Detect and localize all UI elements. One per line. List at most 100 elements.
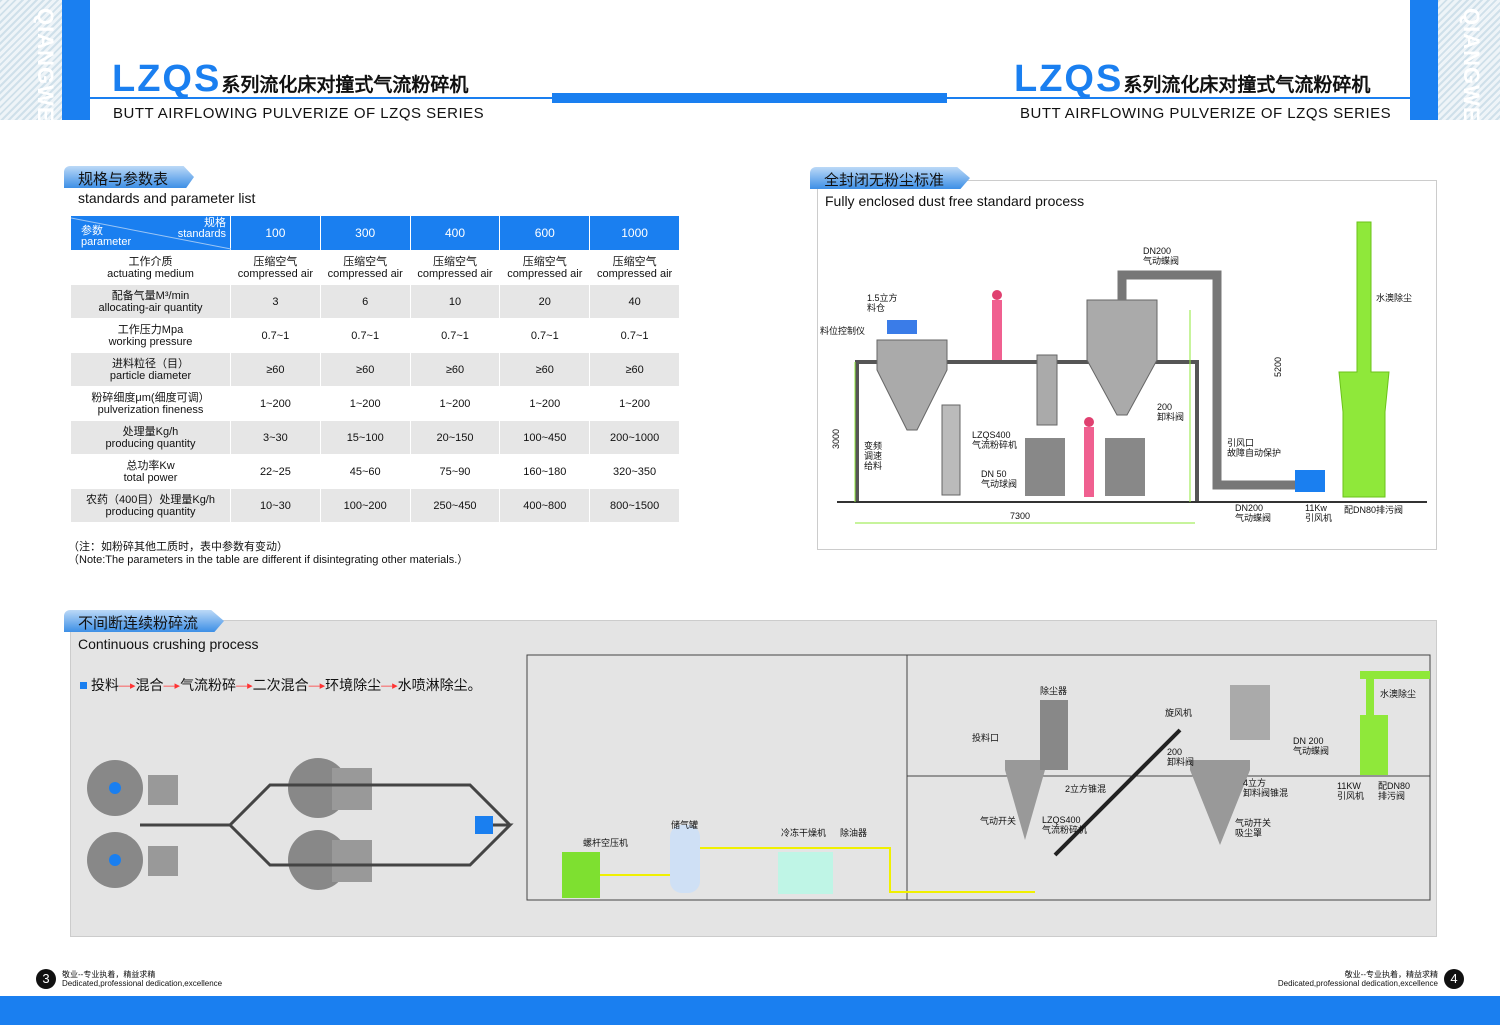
value-cn: 压缩空气 <box>432 255 477 268</box>
value-cell: 1~200 <box>319 386 411 421</box>
process-steps: 投料—▸ 混合—▸ 气流粉碎—▸ 二次混合—▸ 环境除尘—▸ 水喷淋除尘。 <box>80 675 482 695</box>
dim-label: 料位控制仪 <box>820 326 866 336</box>
spec-subtitle: standards and parameter list <box>78 190 256 206</box>
param-en: total power <box>123 471 178 484</box>
value-cell: ≥60 <box>409 352 501 387</box>
induced-fan <box>1295 470 1325 492</box>
corner-param-cn: 参数 <box>81 225 103 237</box>
dim-label: LZQS400 气流粉碎机 <box>972 430 1018 450</box>
value-cell: 800~1500 <box>589 488 680 523</box>
diagram-label: LZQS400 气流粉碎机 <box>1042 815 1088 835</box>
dim-label: 11Kw 引风机 <box>1305 503 1333 523</box>
right-subtitle: BUTT AIRFLOWING PULVERIZE OF LZQS SERIES <box>1020 105 1392 122</box>
corner-header: 规格 standards 参数 parameter <box>70 215 231 251</box>
title-cn: 系列流化床对撞式气流粉碎机 <box>221 75 469 96</box>
step: 投料 <box>91 677 119 693</box>
arrow-right-icon: —▸ <box>236 679 253 692</box>
cyclone-collector <box>1086 299 1158 416</box>
param-cell: 粉碎细度μm(细度可调）pulverization fineness <box>70 386 231 421</box>
value-en: compressed air <box>327 267 403 280</box>
diagram-label: 螺杆空压机 <box>583 838 629 848</box>
step: 环境除尘 <box>325 677 382 693</box>
right-hatch-strip: QIANGWEI <box>1438 0 1500 130</box>
table-note: （注：如粉碎其他工质时，表中参数有变动） （Note:The parameter… <box>68 541 468 567</box>
slogan-cn: 敬业--专业执着，精益求精 <box>62 970 156 979</box>
value-cell: 0.7~1 <box>319 318 411 353</box>
value-en: compressed air <box>596 267 673 280</box>
water-scrubber <box>1338 221 1390 498</box>
note-cn: （注：如粉碎其他工质时，表中参数有变动） <box>68 541 288 553</box>
duct-pipe <box>1117 270 1297 490</box>
spec-tab: 规格与参数表 <box>64 166 194 188</box>
col-header: 600 <box>499 215 591 251</box>
step: 气流粉碎 <box>180 677 237 693</box>
dim-label: DN200 气动蝶阀 <box>1143 246 1180 266</box>
footer-band <box>0 996 1500 1025</box>
air-line <box>600 847 1035 893</box>
dim-label: 200 卸料阀 <box>1157 402 1185 422</box>
param-cn: 农药（400目）处理量Kg/h <box>86 493 215 506</box>
col-header: 100 <box>230 215 321 251</box>
value-cell: 20 <box>499 284 591 319</box>
spec-table: 规格 standards 参数 parameter 100 300 400 60… <box>70 215 680 523</box>
param-cn: 粉碎细度μm(细度可调） <box>91 391 210 404</box>
value-cell: 200~1000 <box>589 420 680 455</box>
worker-figure <box>992 290 1002 300</box>
dustfree-panel <box>817 180 1437 550</box>
diagram-label: 冷冻干燥机 <box>781 828 827 838</box>
continuous-tab: 不间断连续粉碎流程 <box>64 610 224 632</box>
continuous-subtitle: Continuous crushing process <box>78 636 259 652</box>
value-cell: 0.7~1 <box>499 318 591 353</box>
value-cell: 1~200 <box>409 386 501 421</box>
note-en: （Note:The parameters in the table are di… <box>68 554 469 566</box>
title-cn: 系列流化床对撞式气流粉碎机 <box>1123 75 1371 96</box>
page-number-left: 3 <box>36 969 56 989</box>
value-cell: 250~450 <box>409 488 501 523</box>
platform-frame <box>855 360 1199 502</box>
diagram-label: 气动开关 吸尘罩 <box>1235 818 1272 838</box>
value-cell: 1~200 <box>589 386 680 421</box>
brand-logo: QIANGWEI <box>33 8 58 130</box>
value-cell: 40 <box>589 284 680 319</box>
value-cell: 100~200 <box>319 488 411 523</box>
corner-param-en: parameter <box>81 236 132 248</box>
param-en: actuating medium <box>107 267 194 280</box>
dim-label: 水澳除尘 <box>1376 293 1413 303</box>
param-cn: 工作介质 <box>128 255 173 268</box>
slogan-cn: 敬业--专业执着，精益求精 <box>1344 970 1438 979</box>
air-compressor <box>562 852 600 898</box>
water-scrubber <box>1360 715 1388 775</box>
dim-label: 7300 <box>1010 511 1031 521</box>
step: 水喷淋除尘。 <box>397 677 482 693</box>
diagram-label: 除尘器 <box>1040 686 1068 696</box>
value-cell: ≥60 <box>499 352 591 387</box>
motor <box>887 320 917 334</box>
header-center-bar <box>552 93 947 103</box>
value-cn: 压缩空气 <box>522 255 567 268</box>
brand-logo: QIANGWEI <box>1459 8 1484 130</box>
value-cell: 22~25 <box>230 454 321 489</box>
diagram-label: 气动开关 <box>980 816 1017 826</box>
slogan-en: Dedicated,professional dedication,excell… <box>1277 979 1438 988</box>
air-tank <box>670 825 700 893</box>
arrow-right-icon: —▸ <box>163 679 181 692</box>
dustfree-tab: 全封闭无粉尘标准流程 <box>810 167 970 189</box>
col-header: 400 <box>409 215 501 251</box>
value-cn: 压缩空气 <box>253 255 298 268</box>
arrow-right-icon: —▸ <box>308 679 326 692</box>
value-cn: 压缩空气 <box>343 255 388 268</box>
value-cell: 400~800 <box>499 488 591 523</box>
param-cn: 工作压力Mpa <box>117 323 184 336</box>
